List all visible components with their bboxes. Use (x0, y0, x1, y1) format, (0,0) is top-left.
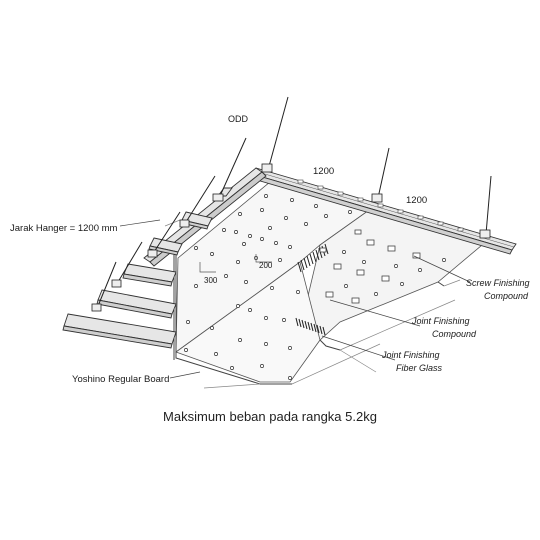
screw-compound-patches (319, 229, 421, 304)
hanger-rod-2 (219, 137, 247, 197)
joint-fiber-label-line1: Joint Finishing (381, 350, 440, 360)
dimension-lines (199, 254, 272, 273)
dim-top-1-label: 1200 (313, 166, 334, 177)
screws (184, 194, 446, 380)
screw-finishing-label-line2: Compound (484, 291, 529, 301)
hanger-clips (91, 163, 491, 312)
joint-compound-label-line1: Joint Finishing (411, 316, 470, 326)
hanger-rod-4 (153, 211, 181, 253)
joint-fiber-label-line2: Fiber Glass (396, 363, 443, 373)
screw-finishing-label-line1: Screw Finishing (466, 278, 530, 288)
hangers (97, 96, 492, 307)
hanger-rod-5 (117, 241, 143, 283)
top-rail-slots (297, 179, 464, 232)
ghost-text: ODD (228, 114, 249, 124)
dim-300-label: 300 (204, 276, 218, 285)
board-panels (175, 181, 489, 383)
cross-rails (62, 187, 233, 349)
hanger-rod-6 (97, 261, 117, 307)
hanger-rod-1 (267, 96, 289, 171)
dim-200-label: 200 (259, 261, 273, 270)
hanger-rod-3 (185, 175, 216, 223)
hanger-rod-7 (377, 147, 390, 199)
load-caption: Maksimum beban pada rangka 5.2kg (163, 409, 377, 424)
dim-top-2-label: 1200 (406, 195, 427, 206)
hanger-spacing-label: Jarak Hanger = 1200 mm (10, 223, 118, 234)
leader-lines (119, 219, 471, 379)
cross-rail-5 (96, 289, 177, 319)
cross-rail-4 (122, 263, 177, 287)
board-right-panel (299, 207, 489, 341)
board-label: Yoshino Regular Board (72, 374, 169, 385)
hanger-rod-8 (485, 175, 492, 235)
joint-compound-label-line2: Compound (432, 329, 477, 339)
joint-tape-upper (297, 243, 329, 273)
joint-tape-lower (295, 317, 326, 336)
cross-rail-6 (62, 313, 177, 349)
